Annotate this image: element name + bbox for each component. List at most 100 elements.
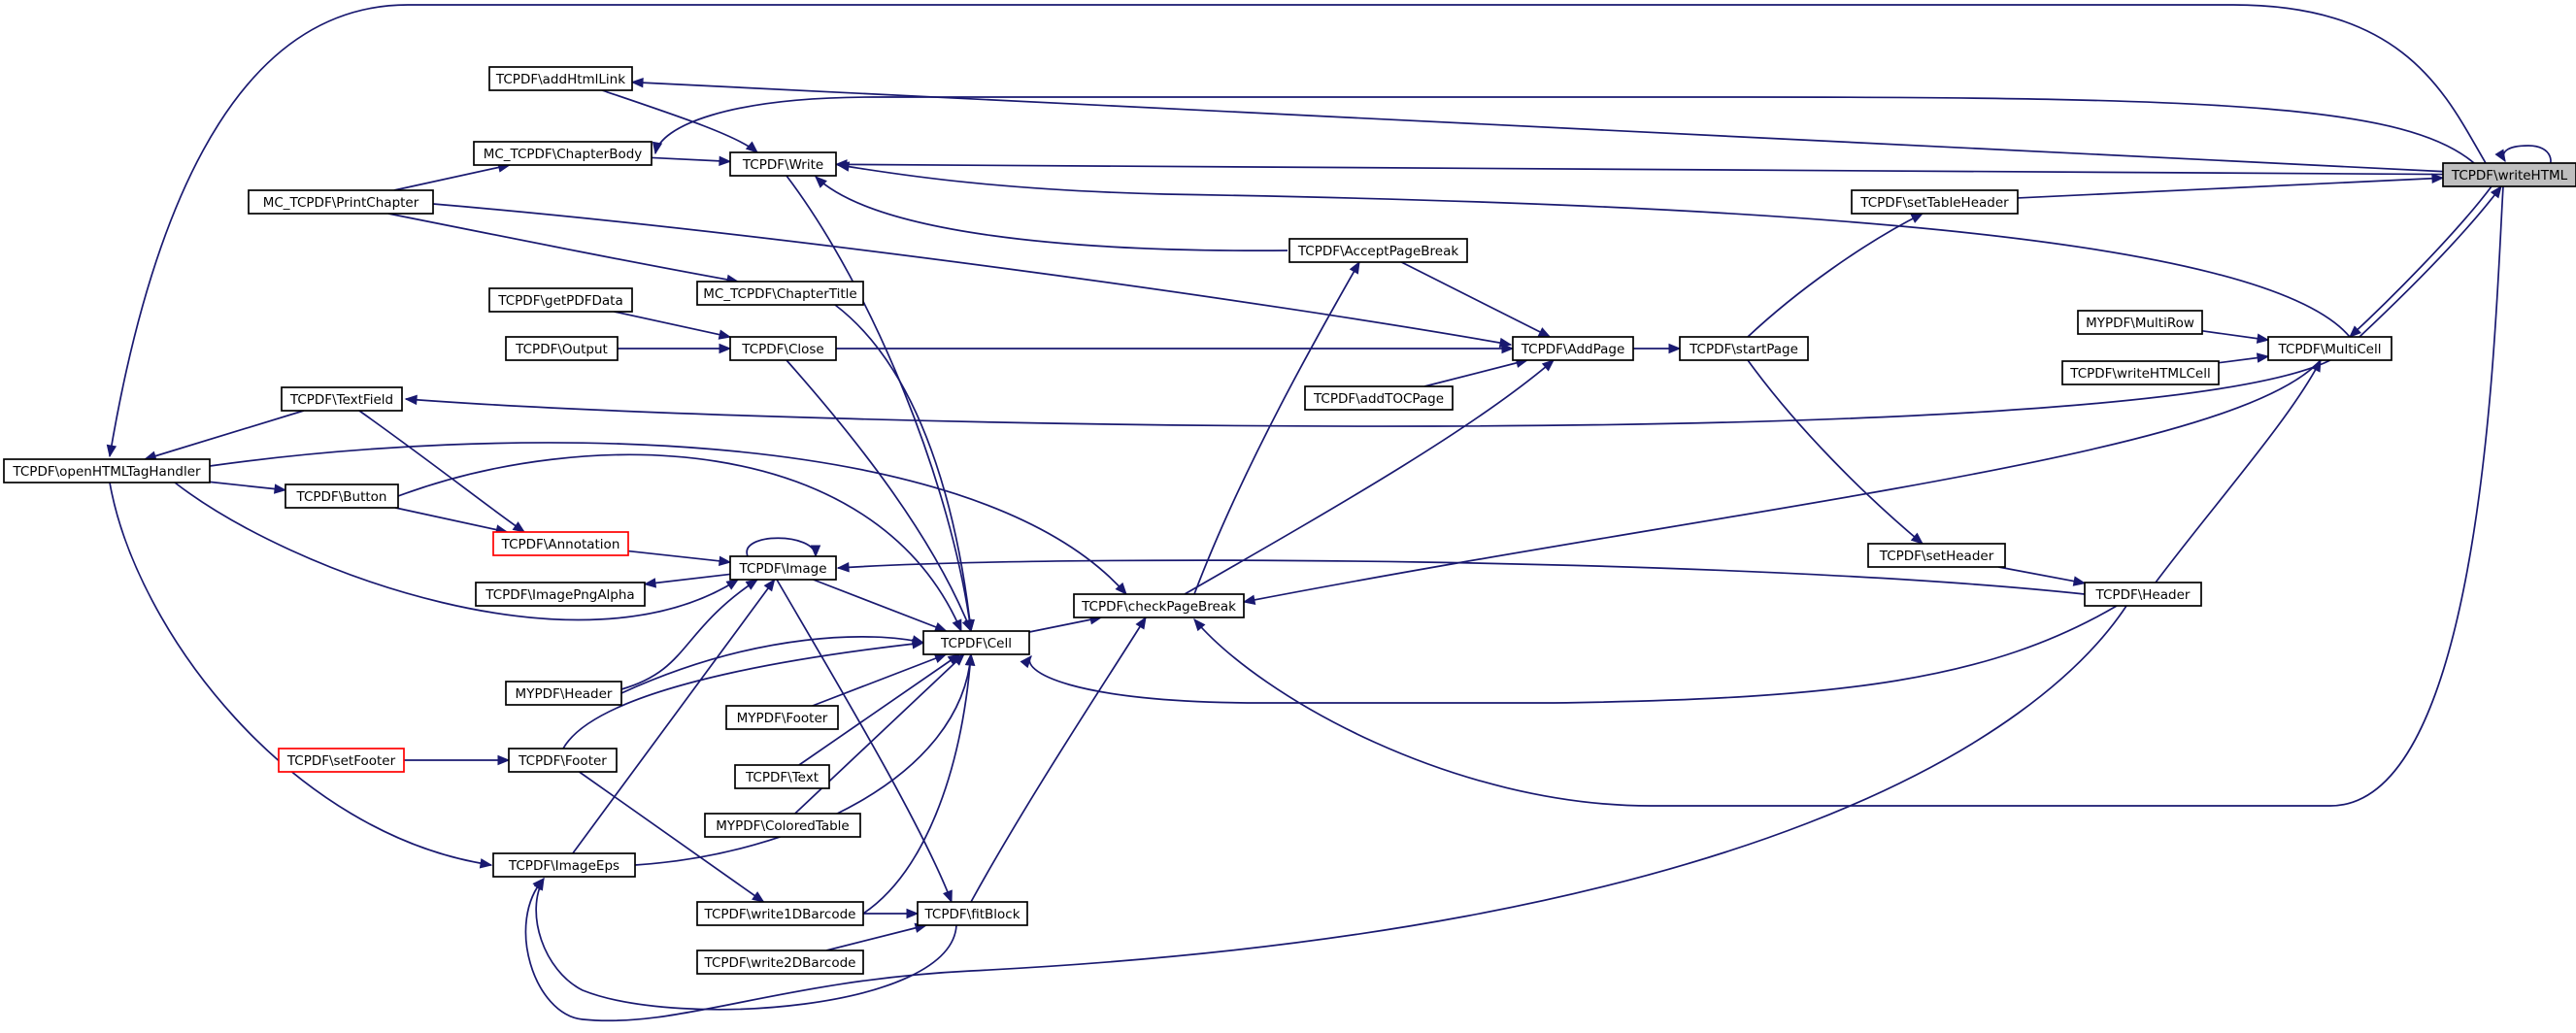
- edge-openHTMLTagHandler-to-button-arrowhead: [274, 483, 287, 494]
- edge-multiCell-to-checkPageBreak-arrowhead: [1242, 594, 1256, 605]
- edge-footer-to-write1DBarcode: [579, 771, 764, 903]
- edge-myFooter-to-cell-arrowhead: [933, 653, 948, 664]
- node-box: [492, 531, 629, 556]
- node-addHtmlLink[interactable]: TCPDF\addHtmlLink: [488, 66, 633, 91]
- edge-startPage-to-setTableHeader: [1747, 213, 1924, 338]
- node-label: MYPDF\Footer: [737, 711, 828, 726]
- node-layer: TCPDF\writeHTML TCPDF\addHtmlLinkMC_TCPDF…: [3, 66, 2576, 975]
- node-label: MC_TCPDF\PrintChapter: [263, 195, 419, 211]
- edge-footer-to-write1DBarcode-arrowhead: [752, 891, 765, 903]
- node-box: [3, 458, 211, 483]
- node-getPDFData[interactable]: TCPDF\getPDFData: [488, 287, 633, 313]
- node-addTOCPage[interactable]: TCPDF\addTOCPage: [1304, 385, 1454, 411]
- node-close[interactable]: TCPDF\Close: [729, 336, 837, 361]
- node-label: TCPDF\setFooter: [286, 753, 396, 769]
- node-acceptPageBreak[interactable]: TCPDF\AcceptPageBreak: [1288, 238, 1468, 263]
- node-box: [922, 630, 1030, 655]
- node-coloredTable[interactable]: MYPDF\ColoredTable: [704, 813, 861, 838]
- edge-image-to-imagePngAlpha-arrowhead: [643, 578, 657, 588]
- node-fitBlock[interactable]: TCPDF\fitBlock: [917, 901, 1028, 926]
- edge-header-to-image-arrowhead: [836, 562, 850, 573]
- node-image[interactable]: TCPDF\Image: [729, 555, 837, 581]
- edge-imageEps-to-image-arrowhead: [763, 578, 776, 592]
- edge-annotation-to-image-arrowhead: [718, 555, 732, 567]
- node-setTableHeader[interactable]: TCPDF\setTableHeader: [1851, 189, 2019, 215]
- edge-checkPageBreak-to-acceptPageBreak: [1193, 261, 1360, 595]
- edge-writeHTML-to-addHtmlLink: [631, 81, 2444, 173]
- node-write[interactable]: TCPDF\Write: [729, 151, 837, 177]
- node-printChapter[interactable]: MC_TCPDF\PrintChapter: [248, 189, 434, 215]
- node-checkPageBreak[interactable]: TCPDF\checkPageBreak: [1073, 593, 1245, 618]
- node-startPage[interactable]: TCPDF\startPage: [1679, 336, 1809, 361]
- node-label: TCPDF\setTableHeader: [1859, 195, 2009, 211]
- node-write1DBarcode[interactable]: TCPDF\write1DBarcode: [696, 901, 864, 926]
- edge-writeHTML-to-multiCell: [2349, 185, 2492, 338]
- node-footer[interactable]: TCPDF\Footer: [508, 748, 618, 773]
- node-chapterBody[interactable]: MC_TCPDF\ChapterBody: [473, 141, 652, 166]
- edge-text-to-cell: [798, 653, 960, 766]
- node-box: [2077, 310, 2203, 335]
- node-annotation[interactable]: TCPDF\Annotation: [492, 531, 629, 556]
- node-writeHTML[interactable]: TCPDF\writeHTML: [2442, 162, 2576, 187]
- node-chapterTitle[interactable]: MC_TCPDF\ChapterTitle: [696, 281, 864, 306]
- edge-printChapter-to-chapterTitle: [387, 213, 739, 283]
- edge-openHTMLTagHandler-to-imageEps-arrowhead: [479, 858, 493, 869]
- edge-checkPageBreak-to-addPage-arrowhead: [1541, 359, 1555, 372]
- node-output[interactable]: TCPDF\Output: [505, 336, 619, 361]
- node-addPage[interactable]: TCPDF\AddPage: [1512, 336, 1634, 361]
- node-label: TCPDF\Cell: [940, 636, 1012, 651]
- node-label: TCPDF\MultiCell: [2278, 342, 2382, 357]
- edge-header-to-cell-arrowhead: [1020, 654, 1032, 669]
- node-cell[interactable]: TCPDF\Cell: [922, 630, 1030, 655]
- node-label: TCPDF\write2DBarcode: [703, 955, 855, 971]
- node-button[interactable]: TCPDF\Button: [284, 483, 399, 509]
- edge-checkPageBreak-to-addPage: [1184, 359, 1555, 595]
- node-text[interactable]: TCPDF\Text: [734, 764, 830, 789]
- node-label: TCPDF\getPDFData: [497, 293, 622, 309]
- node-setHeader[interactable]: TCPDF\setHeader: [1867, 543, 2006, 568]
- edge-openHTMLTagHandler-to-image: [174, 482, 739, 621]
- edge-multiCell-to-checkPageBreak: [1243, 359, 2322, 603]
- edge-header-to-cell: [1028, 605, 2118, 704]
- node-label: TCPDF\startPage: [1689, 342, 1798, 357]
- node-write2DBarcode[interactable]: TCPDF\write2DBarcode: [696, 950, 864, 975]
- edge-addHtmlLink-to-write-arrowhead: [745, 141, 759, 153]
- edge-writeHTML-to-checkPageBreak: [1193, 185, 2504, 807]
- edge-multiCell-to-writeHTML: [2359, 185, 2502, 338]
- node-textField[interactable]: TCPDF\TextField: [281, 386, 403, 412]
- node-myMultiRow[interactable]: MYPDF\MultiRow: [2077, 310, 2203, 335]
- node-myHeader[interactable]: MYPDF\Header: [505, 681, 622, 706]
- node-box: [729, 336, 837, 361]
- node-multiCell[interactable]: TCPDF\MultiCell: [2267, 336, 2392, 361]
- edge-multiCell-to-writeHTML-arrowhead: [2490, 184, 2502, 199]
- node-label: TCPDF\setHeader: [1879, 549, 1994, 564]
- edge-multiCell-to-write: [837, 164, 2351, 338]
- edge-writeHTML-to-openHTMLTagHandler: [109, 4, 2487, 457]
- edge-fitBlock-to-imageEps-arrowhead: [533, 877, 545, 891]
- node-box: [917, 901, 1028, 926]
- edge-acceptPageBreak-to-addPage-arrowhead: [1537, 327, 1552, 338]
- edge-button-to-cell-arrowhead: [952, 618, 962, 633]
- edge-header-to-multiCell-arrowhead: [2311, 358, 2322, 373]
- edge-chapterTitle-to-cell: [834, 304, 972, 632]
- node-header[interactable]: TCPDF\Header: [2084, 582, 2202, 607]
- node-imageEps[interactable]: TCPDF\ImageEps: [492, 852, 636, 878]
- node-setFooter[interactable]: TCPDF\setFooter: [278, 748, 405, 773]
- edge-writeHTML-to-writeHTML-arrowhead: [2494, 149, 2506, 163]
- node-label: TCPDF\Output: [515, 342, 608, 357]
- node-writeHTMLCell[interactable]: TCPDF\writeHTMLCell: [2061, 360, 2220, 385]
- edge-footer-to-cell-arrowhead: [911, 639, 925, 650]
- node-openHTMLTagHandler[interactable]: TCPDF\openHTMLTagHandler: [3, 458, 211, 483]
- node-label: TCPDF\openHTMLTagHandler: [12, 464, 201, 480]
- node-box: [1867, 543, 2006, 568]
- node-label: MC_TCPDF\ChapterBody: [484, 147, 643, 162]
- node-box: [1304, 385, 1454, 411]
- node-box: [284, 483, 399, 509]
- edge-chapterBody-to-write: [651, 156, 731, 163]
- edge-header-to-image: [837, 559, 2086, 595]
- node-imagePngAlpha[interactable]: TCPDF\ImagePngAlpha: [475, 582, 646, 607]
- node-myFooter[interactable]: MYPDF\Footer: [725, 705, 839, 730]
- edge-writeHTML-to-chapterBody-arrowhead: [652, 141, 663, 155]
- edge-openHTMLTagHandler-to-button: [209, 481, 286, 491]
